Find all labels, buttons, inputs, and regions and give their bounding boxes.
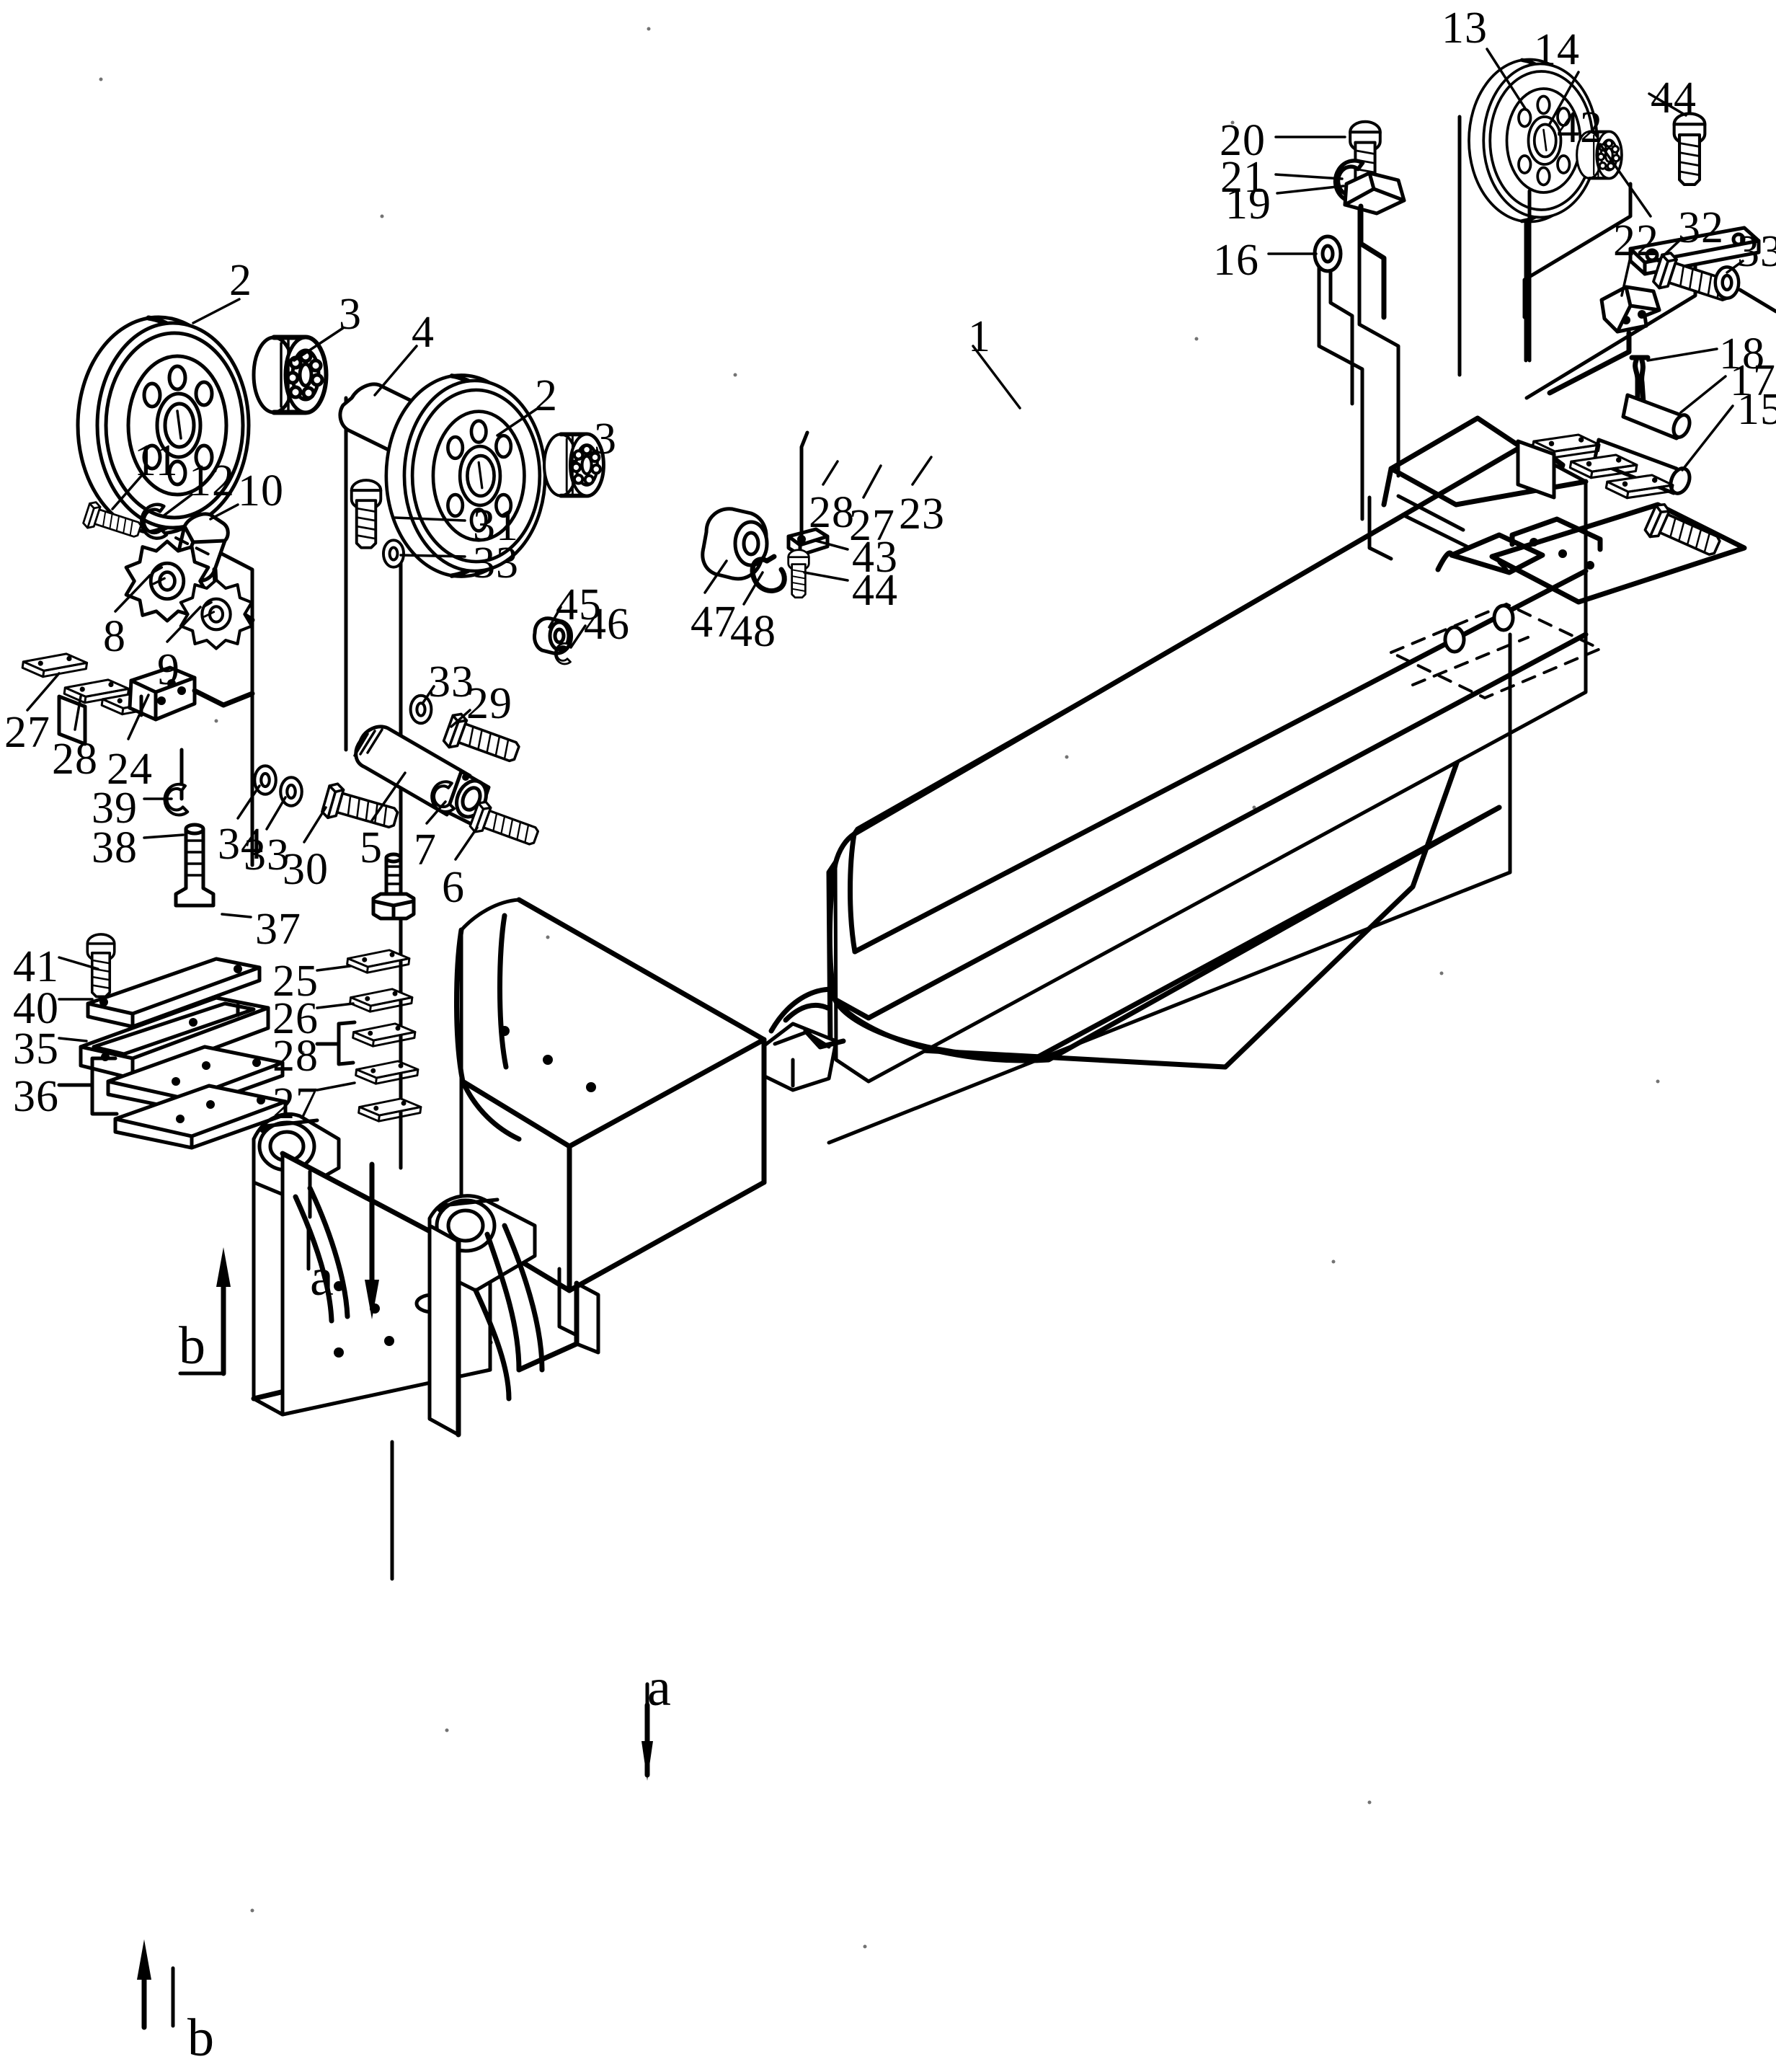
section-mark-b: b [179, 1316, 205, 1376]
callout-number-44: 44 [1651, 74, 1697, 123]
callout-number-5: 5 [360, 823, 383, 872]
callout-number-25: 25 [272, 957, 319, 1006]
callout-number-13: 13 [1442, 4, 1488, 53]
callout-number-37: 37 [255, 905, 301, 954]
callout-number-7: 7 [414, 825, 437, 875]
callout-number-36: 36 [13, 1072, 59, 1121]
callout-number-24: 24 [107, 745, 153, 794]
callout-number-27: 27 [849, 501, 895, 550]
callout-number-43: 43 [852, 533, 898, 582]
callout-number-22: 22 [1613, 216, 1659, 265]
callout-number-47: 47 [691, 598, 737, 647]
callout-number-40: 40 [13, 984, 59, 1033]
callout-number-27: 27 [272, 1079, 319, 1128]
callout-number-6: 6 [442, 863, 465, 912]
callout-number-8: 8 [103, 612, 126, 661]
callout-number-41: 41 [13, 942, 59, 991]
callout-number-21: 21 [1220, 153, 1266, 202]
callout-number-17: 17 [1730, 356, 1776, 405]
section-mark-b: b [187, 2009, 214, 2068]
callout-number-45: 45 [556, 580, 602, 629]
callout-number-18: 18 [1719, 329, 1765, 378]
callout-number-33: 33 [244, 831, 290, 880]
callout-number-1: 1 [968, 312, 991, 361]
callout-number-19: 19 [1225, 180, 1271, 229]
callout-number-44: 44 [852, 566, 898, 615]
callout-number-27: 27 [4, 708, 50, 757]
callout-number-32: 32 [1678, 203, 1724, 252]
callout-number-33: 33 [1737, 227, 1776, 276]
callout-number-11: 11 [134, 436, 179, 485]
callout-number-3: 3 [339, 290, 362, 339]
callout-number-34: 34 [218, 820, 264, 869]
callout-number-2: 2 [229, 256, 252, 305]
callout-number-48: 48 [730, 607, 776, 656]
callout-number-12: 12 [189, 456, 235, 505]
callout-number-4: 4 [412, 308, 435, 357]
callout-number-38: 38 [92, 823, 138, 872]
callout-number-2: 2 [535, 371, 558, 420]
callout-number-33: 33 [428, 658, 474, 707]
callout-number-23: 23 [899, 490, 945, 539]
callout-number-28: 28 [52, 735, 98, 784]
callout-number-16: 16 [1213, 236, 1259, 285]
callout-number-42: 42 [1557, 103, 1603, 152]
callout-number-15: 15 [1737, 385, 1776, 434]
callout-number-3: 3 [594, 415, 617, 464]
callout-number-9: 9 [157, 645, 180, 694]
callout-number-35: 35 [13, 1024, 59, 1073]
callout-number-26: 26 [272, 994, 319, 1043]
callout-number-28: 28 [809, 488, 855, 537]
callout-number-31: 31 [473, 501, 519, 550]
callout-number-39: 39 [92, 784, 138, 833]
callout-number-20: 20 [1220, 116, 1266, 165]
callout-number-33: 33 [473, 539, 519, 588]
callout-number-29: 29 [466, 679, 512, 728]
callout-number-14: 14 [1534, 25, 1580, 74]
callout-number-28: 28 [272, 1032, 319, 1081]
callout-number-30: 30 [283, 845, 329, 894]
callout-number-46: 46 [584, 600, 630, 649]
section-mark-a: a [647, 1658, 671, 1717]
section-mark-a: a [310, 1248, 334, 1307]
callout-number-10: 10 [238, 466, 284, 515]
